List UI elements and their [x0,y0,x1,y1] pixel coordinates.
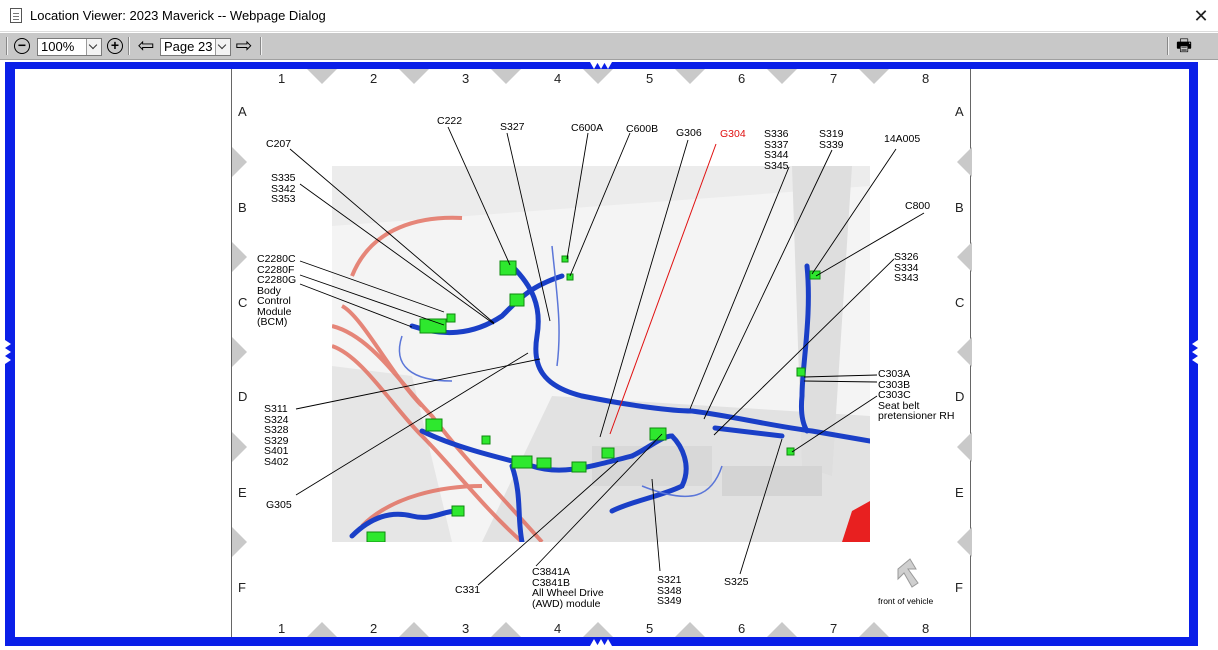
page-select[interactable]: Page 23 [160,38,231,56]
callout-c3841-awd-module: C3841A C3841B All Wheel Drive (AWD) modu… [532,566,604,610]
callout-s336-s337-s344-s345: S336 S337 S344 S345 [764,128,789,172]
callout-g305: G305 [266,499,292,511]
leader-lines [289,126,925,588]
grid-row-b: B [238,200,247,215]
grid-col-8-bottom: 8 [922,621,930,636]
harness-drawing [332,166,870,542]
callout-c600b: C600B [626,123,659,135]
grid-col-6-bottom: 6 [738,621,746,636]
grid-col-3: 3 [462,71,470,86]
toolbar-separator [1167,37,1169,55]
grid-col-6: 6 [738,71,746,86]
diagram-viewer[interactable]: 1 2 3 4 5 6 7 8 1 2 3 4 5 6 7 8 A B C D [5,62,1198,646]
next-page-icon[interactable]: ⇨ [235,35,253,57]
callout-c600a: C600A [571,122,604,134]
grid-row-f: F [238,580,246,595]
grid-col-2-bottom: 2 [370,621,378,636]
grid-col-1-bottom: 1 [278,621,286,636]
front-of-vehicle-label: front of vehicle [878,596,934,606]
close-button[interactable]: ✕ [1193,6,1209,26]
callout-g306: G306 [676,127,702,139]
zoom-select-value: 100% [41,39,75,54]
grid-row-c-right: C [955,295,965,310]
grid-row-a-right: A [955,104,964,119]
viewer-canvas: 1 2 3 4 5 6 7 8 1 2 3 4 5 6 7 8 A B C D [15,69,1189,637]
callout-g304[interactable]: G304 [720,128,746,140]
chevron-down-icon [86,39,101,55]
window-title: Location Viewer: 2023 Maverick -- Webpag… [30,8,326,23]
grid-row-f-right: F [955,580,963,595]
grid-col-3-bottom: 3 [462,621,470,636]
title-bar: Location Viewer: 2023 Maverick -- Webpag… [0,0,1218,32]
zoom-in-icon[interactable]: + [107,38,123,54]
grid-col-4-bottom: 4 [554,621,562,636]
callout-c207: C207 [266,138,292,150]
zoom-select[interactable]: 100% [37,38,102,56]
toolbar: − 100% + ⇦ Page 23 ⇨ 🖶 [0,33,1218,60]
print-icon[interactable]: 🖶 [1175,36,1193,55]
toolbar-separator [128,37,130,55]
callout-14a005: 14A005 [884,133,921,145]
page-select-value: Page 23 [164,39,213,54]
grid-col-5-bottom: 5 [646,621,654,636]
callout-s327: S327 [500,121,525,133]
callout-c331: C331 [455,584,481,596]
grid-row-d: D [238,389,248,404]
grid-col-1: 1 [278,71,286,86]
grid-col-4: 4 [554,71,562,86]
grid-col-2: 2 [370,71,378,86]
grid-row-c: C [238,295,248,310]
grid-row-e: E [238,485,247,500]
callout-c222: C222 [437,115,463,127]
grid-row-e-right: E [955,485,964,500]
grid-col-7: 7 [830,71,838,86]
toolbar-separator [260,37,262,55]
chevron-down-icon [215,39,230,55]
toolbar-grip [6,37,8,55]
vehicle-harness-illustration [332,166,870,542]
callout-c2280-bcm: C2280C C2280F C2280G Body Control Module… [257,253,297,328]
viewer-resize-handles [5,62,1198,646]
grid-col-7-bottom: 7 [830,621,838,636]
callout-s326-s334-s343: S326 S334 S343 [894,251,919,284]
callout-s335-s342-s353: S335 S342 S353 [271,172,296,205]
grid-row-b-right: B [955,200,964,215]
zoom-out-icon[interactable]: − [14,38,30,54]
grid-col-8: 8 [922,71,930,86]
callout-s311-s402: S311 S324 S328 S329 S401 S402 [264,403,289,468]
grid-ticks [232,69,972,637]
callout-s325: S325 [724,576,749,588]
grid-row-d-right: D [955,389,965,404]
document-icon [10,8,22,23]
previous-page-icon[interactable]: ⇦ [137,35,155,57]
diagram-page: 1 2 3 4 5 6 7 8 1 2 3 4 5 6 7 8 A B C D [231,69,972,637]
callout-s319-s339: S319 S339 [819,128,844,151]
grid-row-a: A [238,104,247,119]
callout-c800: C800 [905,200,931,212]
callout-s321-s348-s349: S321 S348 S349 [657,574,682,607]
grid-col-5: 5 [646,71,654,86]
callout-c303-seat-belt: C303A C303B C303C Seat belt pretensioner… [878,368,955,422]
